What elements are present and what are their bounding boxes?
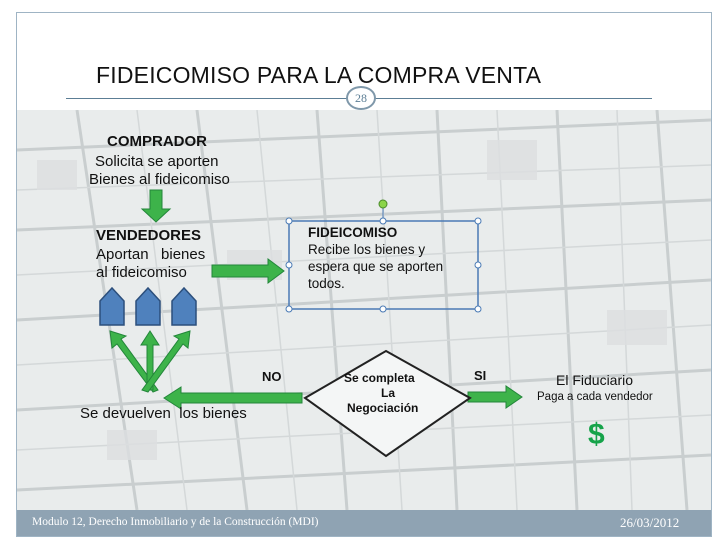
arrow-no: [163, 386, 303, 410]
decision-diamond: [303, 349, 472, 458]
comprador-line2: Bienes al fideicomiso: [89, 171, 230, 188]
comprador-heading: COMPRADOR: [107, 133, 207, 150]
return-arrows: [109, 330, 191, 393]
vendedores-line1: Aportan bienes: [96, 246, 206, 263]
footer-bar: [17, 510, 711, 536]
footer-course: Modulo 12, Derecho Inmobiliario y de la …: [32, 516, 319, 528]
comprador-line1: Solicita se aporten: [95, 153, 219, 170]
arrow-down: [140, 189, 172, 223]
slide-title: FIDEICOMISO PARA LA COMPRA VENTA: [96, 62, 542, 88]
footer-date: 26/03/2012: [620, 515, 680, 530]
devolucion-text: Se devuelven los bienes: [80, 405, 247, 422]
vendedores-line2: al fideicomiso: [96, 264, 187, 281]
selection-box: [285, 199, 482, 313]
fideicomiso-line2: espera que se aporten: [308, 259, 444, 274]
house-icons: [99, 286, 197, 326]
decision-line3: Negociación: [347, 401, 419, 415]
page-number: 28: [346, 86, 376, 110]
decision-line1: Se completa: [344, 371, 415, 385]
arrow-si: [467, 385, 523, 409]
fiduciario-line1: Paga a cada vendedor: [537, 391, 653, 403]
slide-frame: [16, 12, 712, 537]
decision-line2: La: [381, 386, 396, 400]
vendedores-heading: VENDEDORES: [96, 227, 202, 244]
fideicomiso-heading: FIDEICOMISO: [308, 225, 398, 240]
fideicomiso-line1: Recibe los bienes y: [308, 242, 426, 257]
fideicomiso-line3: todos.: [308, 276, 345, 291]
fiduciario-heading: El Fiduciario: [556, 372, 634, 388]
arrow-right-to-fideicomiso: [211, 258, 285, 284]
map-background: [17, 110, 711, 510]
dollar-icon: $: [588, 418, 605, 451]
branch-no-label: NO: [262, 369, 282, 384]
branch-si-label: SI: [474, 368, 487, 383]
